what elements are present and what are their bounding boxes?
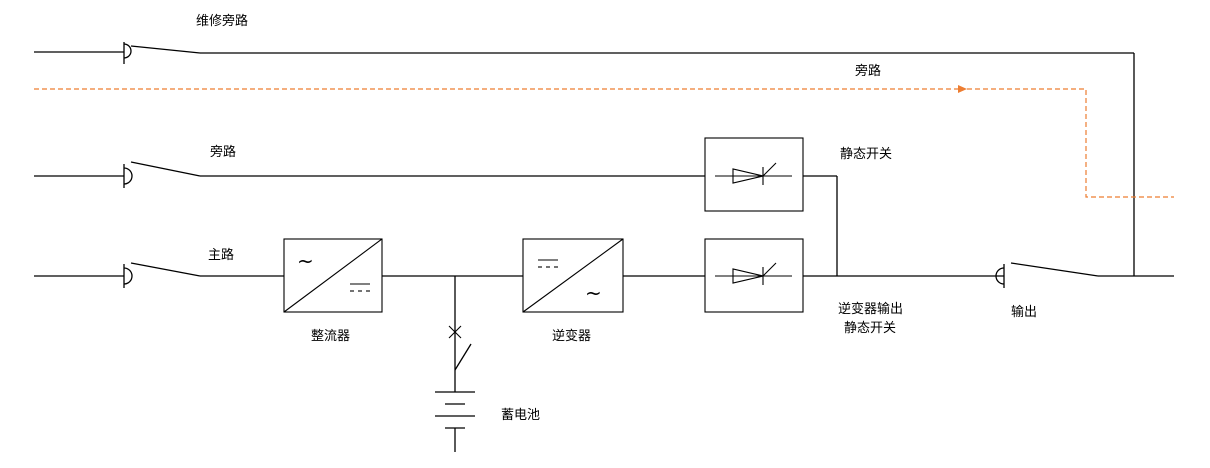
inverter-block: ~ — [522, 238, 624, 313]
rectifier-label: 整流器 — [311, 329, 350, 344]
inverter-output-static-switch-label-line1: 逆变器输出 — [838, 301, 903, 317]
bypass-static-switch — [704, 137, 804, 212]
main-input-label: 主路 — [208, 247, 234, 263]
output-label: 输出 — [1011, 304, 1037, 320]
main-input-line — [34, 262, 284, 288]
bypass-input-label: 旁路 — [210, 144, 236, 160]
battery-label: 蓄电池 — [501, 408, 540, 423]
static-switch-label: 静态开关 — [840, 147, 892, 162]
inverter-label: 逆变器 — [552, 328, 591, 344]
battery-breaker — [448, 325, 472, 371]
bypass-flow-arrow — [34, 85, 1174, 198]
bypass-flow-label: 旁路 — [855, 63, 881, 79]
dc-symbol-icon — [538, 259, 558, 268]
inverter-output-static-switch-label-line2: 静态开关 — [844, 321, 896, 336]
dc-symbol-icon — [350, 283, 370, 292]
bypass-input-line — [34, 161, 705, 188]
ac-symbol-icon: ~ — [585, 281, 602, 305]
rectifier-block: ~ — [283, 238, 383, 313]
inverter-output-static-switch — [704, 238, 804, 313]
maintenance-bypass-line — [34, 42, 1135, 276]
maintenance-bypass-label: 维修旁路 — [196, 13, 248, 29]
output-breaker — [995, 262, 1099, 288]
battery-icon — [435, 391, 475, 452]
ac-symbol-icon: ~ — [297, 249, 314, 273]
